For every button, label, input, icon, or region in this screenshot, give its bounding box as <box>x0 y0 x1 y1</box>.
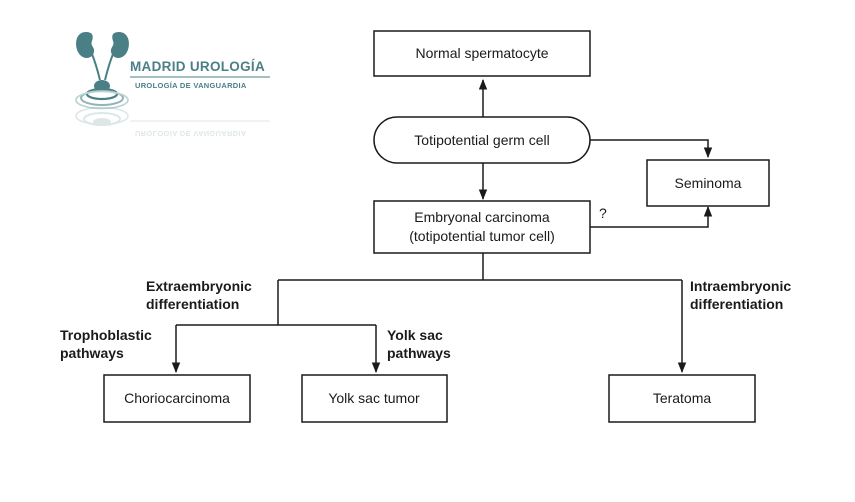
totipotential-germ-cell-label: Totipotential germ cell <box>414 132 549 148</box>
logo: MADRID UROLOGÍA UROLOGÍA DE VANGUARDIA U… <box>75 32 270 138</box>
logo-subtitle: UROLOGÍA DE VANGUARDIA <box>135 81 247 90</box>
yolk-sac-pathways-sublabel: pathways <box>387 345 451 361</box>
choriocarcinoma-label: Choriocarcinoma <box>124 390 230 406</box>
trophoblastic-label: Trophoblastic <box>60 327 152 343</box>
kidneys-bladder-icon <box>75 32 129 110</box>
yolk-sac-pathways-label: Yolk sac <box>387 327 443 343</box>
connectors <box>171 78 713 374</box>
yolk-sac-tumor-label: Yolk sac tumor <box>328 390 420 406</box>
node-totipotential-germ-cell: Totipotential germ cell <box>373 116 591 164</box>
node-seminoma: Seminoma <box>646 159 770 207</box>
embryonal-carcinoma-label: Embryonal carcinoma <box>414 209 550 225</box>
extraembryonic-sublabel: differentiation <box>146 296 239 312</box>
node-yolk-sac-tumor: Yolk sac tumor <box>301 374 448 423</box>
logo-subtitle-reflection: UROLOGÍA DE VANGUARDIA <box>135 129 247 138</box>
teratoma-label: Teratoma <box>653 390 712 406</box>
seminoma-label: Seminoma <box>675 175 742 191</box>
extraembryonic-label: Extraembryonic <box>146 278 252 294</box>
intraembryonic-sublabel: differentiation <box>690 296 783 312</box>
node-embryonal-carcinoma: Embryonal carcinoma (totipotential tumor… <box>373 200 591 254</box>
logo-title: MADRID UROLOGÍA <box>130 59 265 74</box>
question-mark-label: ? <box>599 205 607 221</box>
embryonal-carcinoma-sublabel: (totipotential tumor cell) <box>409 228 555 244</box>
node-normal-spermatocyte: Normal spermatocyte <box>373 30 591 77</box>
node-choriocarcinoma: Choriocarcinoma <box>103 374 251 423</box>
trophoblastic-sublabel: pathways <box>60 345 124 361</box>
intraembryonic-label: Intraembryonic <box>690 278 791 294</box>
normal-spermatocyte-label: Normal spermatocyte <box>415 45 548 61</box>
logo-reflection: UROLOGÍA DE VANGUARDIA <box>75 106 270 138</box>
node-teratoma: Teratoma <box>608 374 756 423</box>
